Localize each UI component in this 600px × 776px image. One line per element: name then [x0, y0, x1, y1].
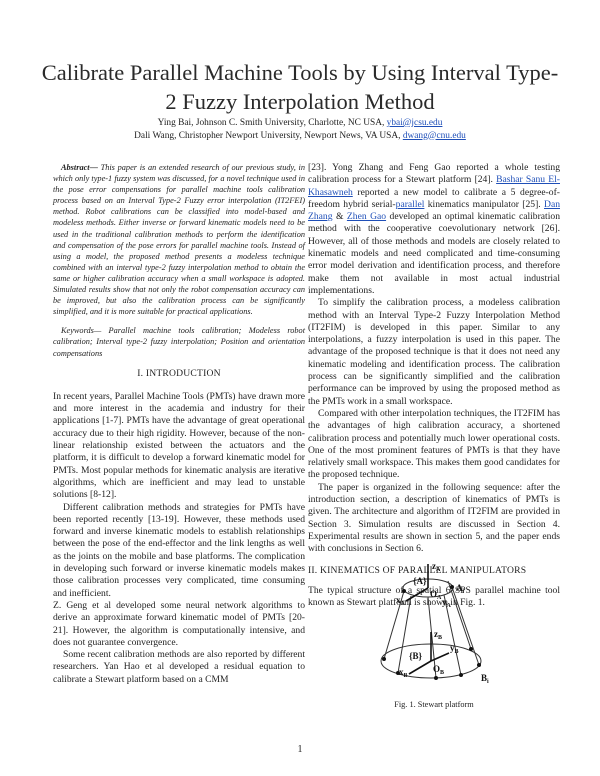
intro-paragraph-2: Different calibration methods and strate… [53, 501, 305, 599]
origin-top-label: OA [430, 589, 442, 601]
joint [459, 673, 463, 677]
intro-paragraph-4: Some recent calibration methods are also… [53, 649, 305, 685]
actuator-leg [427, 596, 437, 679]
right-paragraph-4: The paper is organized in the following … [308, 481, 560, 555]
keywords: Keywords— Parallel machine tools calibra… [53, 325, 305, 358]
ref-link-el-khasawneh[interactable]: Bashar Sanu El-Khasawneh [308, 174, 560, 198]
actuator-leg [451, 586, 480, 666]
stewart-platform-figure: {A} {B} OA OB Ai Bi zA xA yA zB xB yB [380, 561, 489, 685]
z-axis-base-label: zB [434, 629, 442, 641]
author-affiliation-2: Dali Wang, Christopher Newport Universit… [134, 130, 403, 141]
right-paragraph-3: Compared with other interpolation techni… [308, 407, 560, 481]
keywords-text: Parallel machine tools calibration; Mode… [53, 326, 305, 358]
abstract: Abstract— This paper is an extended rese… [53, 162, 305, 317]
x-axis-top-label: xA [396, 595, 406, 607]
joint [477, 663, 481, 667]
author-email-1[interactable]: ybai@jcsu.edu [386, 118, 443, 128]
joint-Bi-label: Bi [481, 673, 489, 685]
joint-Ai-label: Ai [456, 583, 465, 595]
x-axis-base-label: xB [399, 667, 408, 679]
right-p1-text-a: [23]. Yong Zhang and Feng Gao reported a… [308, 162, 560, 186]
joint [402, 589, 406, 593]
joint [450, 585, 454, 589]
figure-caption: Fig. 1. Stewart platform [394, 700, 474, 709]
actuator-leg [447, 580, 472, 650]
abstract-label: Abstract— [61, 163, 98, 172]
section-heading-kinematics: II. KINEMATICS OF PARALLEL MANIPULATORS [308, 564, 527, 576]
right-p1-text-d: & [332, 211, 347, 223]
author-email-2[interactable]: dwang@cnu.edu [402, 130, 466, 141]
kinematics-paragraph-1: The typical structure of a spatial 6 SPS… [308, 584, 560, 609]
right-p1-text-c: kinematics manipulator [25]. [424, 198, 545, 210]
author-line-2: Dali Wang, Christopher Newport Universit… [40, 130, 560, 143]
right-p1-text-b: reported a new model to calibrate a 5 de… [308, 186, 560, 210]
page-number: 1 [297, 744, 303, 755]
joint [396, 671, 400, 675]
author-block: Ying Bai, Johnson C. Smith University, C… [40, 117, 560, 142]
x-axis-base [408, 660, 432, 675]
ref-link-dan-zhang[interactable]: Dan Zhang [308, 198, 560, 223]
joint [382, 657, 386, 661]
y-axis-base-label: yB [450, 643, 459, 655]
author-affiliation-1: Ying Bai, Johnson C. Smith University, C… [157, 118, 387, 128]
actuator-leg [383, 590, 405, 660]
ref-link-zhen-gao[interactable]: Zhen Gao [346, 211, 387, 223]
base-frame-label: {B} [409, 651, 423, 661]
keywords-label: Keywords— [61, 326, 102, 336]
actuator-leg [443, 594, 462, 676]
y-axis-base [430, 652, 450, 662]
right-paragraph-2: To simplify the calibration process, a m… [308, 297, 560, 407]
y-axis-top-label: yA [442, 597, 452, 609]
section-heading-introduction: I. INTRODUCTION [137, 367, 221, 379]
z-axis-top-label: zA [432, 561, 441, 573]
right-paragraph-1: [23]. Yong Zhang and Feng Gao reported a… [308, 162, 560, 297]
paper-title: Calibrate Parallel Machine Tools by Usin… [41, 60, 559, 114]
ref-link-parallel[interactable]: parallel [395, 198, 425, 210]
joint [469, 647, 473, 651]
left-column: Abstract— This paper is an extended rese… [53, 162, 305, 686]
right-p1-text-e: developed an optimal kinematic calibrati… [308, 211, 560, 296]
x-axis-top [405, 587, 429, 602]
author-line-1: Ying Bai, Johnson C. Smith University, C… [40, 117, 560, 130]
actuator-leg [397, 595, 412, 674]
abstract-text: This paper is an extended research of ou… [53, 163, 305, 317]
intro-paragraph-1: In recent years, Parallel Machine Tools … [53, 390, 305, 501]
origin-base-label: OB [433, 664, 444, 676]
joint [434, 676, 438, 680]
right-column: [23]. Yong Zhang and Feng Gao reported a… [308, 162, 560, 609]
top-frame-label: {A} [413, 576, 427, 586]
intro-paragraph-3: Z. Geng et al developed some neural netw… [53, 599, 305, 648]
